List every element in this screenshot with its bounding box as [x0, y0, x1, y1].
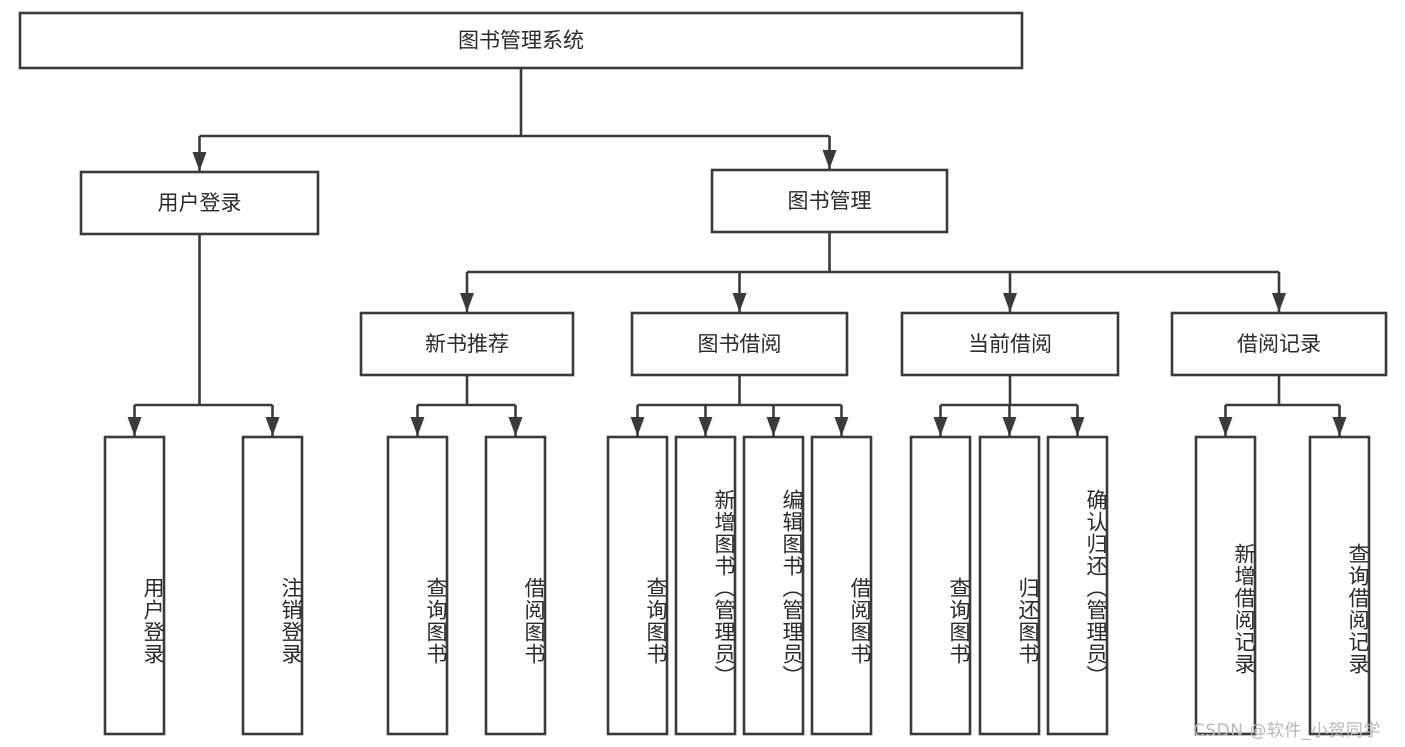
arrow-head-icon [933, 417, 948, 436]
node-leaf-借阅图书[interactable] [810, 435, 873, 736]
node-leaf-注销登录[interactable] [241, 435, 304, 736]
arrow-head-icon [698, 417, 713, 436]
node-label: 当前借阅 [968, 332, 1052, 356]
arrow-head-icon [630, 417, 645, 436]
arrow-head-icon [766, 417, 781, 436]
node-leaf-查询图书[interactable] [909, 435, 972, 736]
arrow-head-icon [1003, 293, 1017, 312]
node-leaf-用户登录[interactable] [103, 435, 166, 736]
arrow-head-icon [1332, 417, 1347, 436]
node-label: 图书借阅 [698, 332, 782, 356]
node-level3-图书借阅[interactable]: 图书借阅 [630, 311, 849, 377]
arrow-head-icon [732, 293, 747, 312]
node-label: 借阅记录 [1237, 332, 1321, 356]
node-leaf-编辑图书（管理员）[interactable] [742, 435, 805, 736]
node-label: 图书管理 [788, 189, 872, 213]
arrow-head-icon [1002, 417, 1017, 436]
node-leaf-新增图书（管理员）[interactable] [674, 435, 737, 736]
watermark-label: CSDN @软件_小贺同学 [1193, 721, 1381, 741]
arrow-head-icon [1070, 417, 1085, 436]
node-leaf-新增借阅记录[interactable] [1194, 435, 1257, 736]
node-level3-当前借阅[interactable]: 当前借阅 [900, 311, 1120, 377]
arrow-head-icon [1272, 293, 1286, 312]
arrow-head-icon [265, 417, 280, 436]
arrow-head-icon [834, 417, 849, 436]
arrow-head-icon [410, 417, 425, 436]
arrow-head-icon [460, 293, 474, 312]
node-leaf-查询图书[interactable] [386, 435, 449, 736]
arrow-head-icon [1218, 417, 1233, 436]
node-leaf-查询图书[interactable] [606, 435, 669, 736]
node-leaf-归还图书[interactable] [978, 435, 1041, 736]
arrow-head-icon [508, 417, 523, 436]
connector-lines [127, 68, 1347, 436]
node-label: 用户登录 [158, 191, 242, 215]
node-leaf-确认归还（管理员）[interactable] [1046, 435, 1109, 736]
node-root-图书管理系统[interactable]: 图书管理系统 [18, 11, 1024, 70]
node-label: 新书推荐 [425, 332, 509, 356]
node-leaf-借阅图书[interactable] [484, 435, 547, 736]
node-leaf-查询借阅记录[interactable] [1308, 435, 1371, 736]
arrow-head-icon [192, 152, 207, 171]
node-label: 图书管理系统 [458, 29, 584, 53]
node-level2-图书管理[interactable]: 图书管理 [710, 168, 949, 234]
node-level3-新书推荐[interactable]: 新书推荐 [359, 311, 575, 377]
arrow-head-icon [822, 150, 837, 169]
node-level2-用户登录[interactable]: 用户登录 [79, 170, 320, 236]
arrow-head-icon [127, 417, 142, 436]
node-level3-借阅记录[interactable]: 借阅记录 [1170, 311, 1388, 377]
